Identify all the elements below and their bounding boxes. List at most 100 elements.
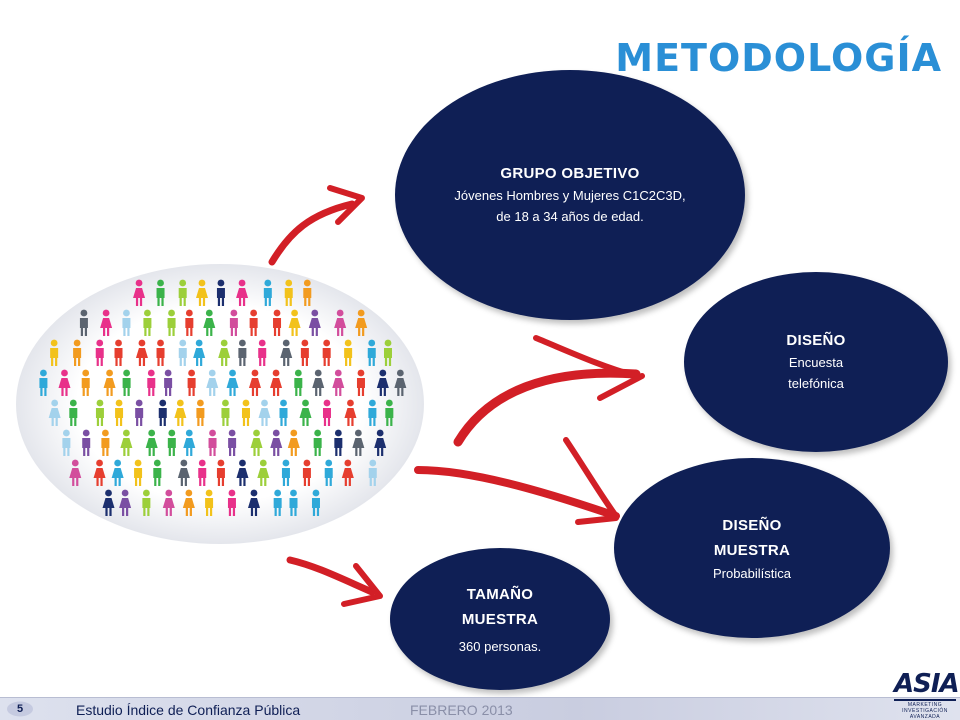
person-figure: [288, 309, 301, 336]
person-figure: [69, 399, 78, 426]
person-figure: [341, 459, 354, 486]
person-figure: [227, 489, 236, 516]
logo-sub2: INVESTIGACIÓN AVANZADA: [902, 708, 948, 720]
arrow-to-tamano: [286, 556, 383, 607]
person-figure: [221, 399, 230, 426]
person-figure: [367, 339, 376, 366]
tamano-muestra-ellipse: TAMAÑO MUESTRA 360 personas.: [390, 548, 610, 690]
person-figure: [281, 459, 290, 486]
person-figure: [299, 399, 312, 426]
person-figure: [249, 309, 258, 336]
person-figure: [81, 369, 90, 396]
person-figure: [182, 489, 195, 516]
person-figure: [216, 459, 225, 486]
person-figure: [303, 279, 312, 306]
person-figure: [248, 369, 261, 396]
person-figure: [334, 429, 343, 456]
person-figure: [193, 339, 206, 366]
person-figure: [334, 309, 347, 336]
person-figure: [174, 399, 187, 426]
grupo-objetivo-text: Jóvenes Hombres y Mujeres C1C2C3D, de 18…: [454, 188, 686, 224]
diseno-ellipse: DISEÑO Encuesta telefónica: [684, 272, 948, 452]
person-figure: [135, 339, 148, 366]
person-figure: [142, 489, 151, 516]
person-figure: [145, 429, 158, 456]
person-figure: [195, 279, 208, 306]
person-figure: [368, 459, 377, 486]
person-figure: [62, 429, 71, 456]
person-figure: [332, 369, 345, 396]
person-figure: [187, 369, 196, 396]
person-figure: [218, 339, 231, 366]
person-figure: [356, 369, 365, 396]
person-figure: [368, 399, 377, 426]
person-figure: [312, 369, 325, 396]
person-figure: [73, 339, 82, 366]
person-figure: [79, 309, 88, 336]
person-figure: [279, 399, 288, 426]
person-figure: [238, 339, 247, 366]
person-figure: [258, 339, 267, 366]
page-number-badge: [7, 701, 33, 717]
person-figure: [39, 369, 48, 396]
person-figure: [120, 429, 133, 456]
person-figure: [287, 429, 300, 456]
person-figure: [111, 459, 124, 486]
person-figure: [58, 369, 71, 396]
person-figure: [95, 339, 104, 366]
person-figure: [311, 489, 320, 516]
person-figure: [302, 459, 311, 486]
person-figure: [280, 339, 293, 366]
person-figure: [208, 429, 217, 456]
person-figure: [394, 369, 407, 396]
person-figure: [376, 369, 389, 396]
person-figure: [300, 339, 309, 366]
person-figure: [273, 309, 282, 336]
person-figure: [69, 459, 82, 486]
person-figure: [134, 459, 143, 486]
person-figure: [114, 339, 123, 366]
person-figure: [95, 399, 104, 426]
person-figure: [257, 459, 270, 486]
person-figure: [101, 429, 110, 456]
person-figure: [205, 489, 214, 516]
person-figure: [158, 399, 167, 426]
person-figure: [384, 339, 393, 366]
person-figure: [185, 309, 194, 336]
diseno-muestra-text: Probabilística: [712, 565, 792, 581]
crowd-illustration: [14, 262, 426, 546]
person-figure: [147, 369, 156, 396]
logo-name: ASIA: [894, 669, 960, 699]
person-figure: [103, 369, 116, 396]
person-figure: [273, 489, 282, 516]
person-figure: [156, 279, 165, 306]
footer-bar: 5 Estudio Índice de Confianza Pública FE…: [0, 697, 960, 720]
diseno-heading: DISEÑO: [786, 332, 846, 349]
person-figure: [258, 399, 271, 426]
person-figure: [385, 399, 394, 426]
tamano-muestra-heading: TAMAÑO MUESTRA: [461, 585, 539, 628]
person-figure: [263, 279, 272, 306]
person-figure: [102, 489, 115, 516]
arrow-to-diseno-muestra: [414, 437, 620, 525]
grupo-objetivo-ellipse: GRUPO OBJETIVO Jóvenes Hombres y Mujeres…: [395, 70, 745, 320]
person-figure: [119, 489, 132, 516]
person-figure: [183, 429, 196, 456]
page-number: 5: [16, 703, 24, 715]
person-figure: [247, 489, 260, 516]
person-figure: [294, 369, 303, 396]
person-figure: [48, 399, 61, 426]
person-figure: [153, 459, 162, 486]
person-figure: [289, 489, 298, 516]
person-figure: [206, 369, 219, 396]
person-figure: [122, 309, 131, 336]
person-figure: [236, 459, 249, 486]
person-figure: [143, 309, 152, 336]
asia-logo: ASIA MARKETING INVESTIGACIÓN AVANZADA: [894, 669, 960, 720]
diseno-text: Encuesta telefónica: [788, 355, 844, 391]
arrow-to-grupo: [268, 185, 365, 266]
person-figure: [162, 489, 175, 516]
person-figure: [228, 429, 237, 456]
person-figure: [324, 459, 333, 486]
person-figure: [270, 429, 283, 456]
